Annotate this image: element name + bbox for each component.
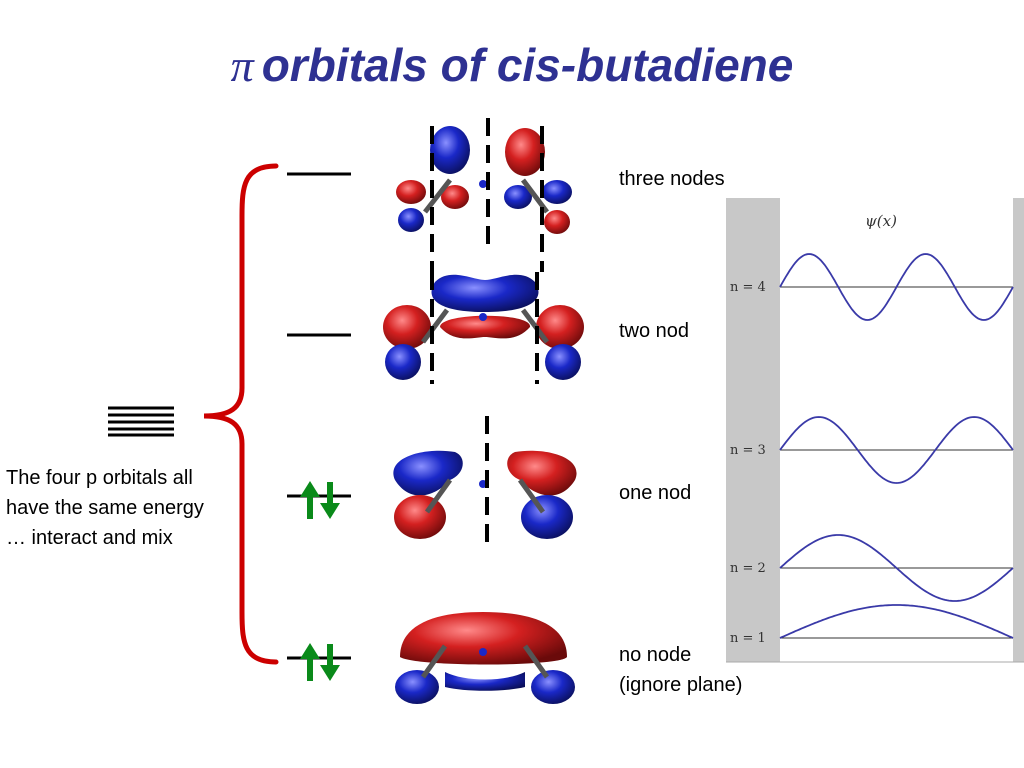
level-label-n4: n = 4	[730, 280, 766, 295]
orbital-mo2	[375, 416, 595, 546]
plot-title: ψ(x)	[865, 212, 897, 230]
label-two-nodes: two nod	[619, 320, 690, 342]
pi-symbol: π	[230, 40, 254, 91]
curly-brace	[203, 163, 279, 665]
orbital-mo1	[373, 612, 597, 704]
level-label-n2: n = 2	[730, 561, 766, 576]
left-note-line-3: … interact and mix	[6, 527, 173, 549]
orbital-images	[373, 118, 600, 704]
degenerate-p-orbitals	[108, 406, 174, 437]
label-ignore-plane: (ignore plane)	[619, 674, 743, 696]
left-note: The four p orbitals all have the same en…	[6, 463, 246, 553]
label-one-node: one nod	[619, 482, 692, 504]
title-text: orbitals of cis-butadiene	[261, 39, 794, 91]
particle-in-box-plot: ψ(x) n = 4 n = 3 n = 2 n = 1	[726, 198, 1024, 663]
wave-n4	[779, 253, 1014, 321]
left-note-line-1: The four p orbitals all	[6, 467, 193, 489]
orbital-mo3	[375, 272, 600, 384]
wave-n1	[779, 604, 1014, 639]
electron-pair-mo1	[300, 643, 340, 681]
well-wall-left	[726, 198, 780, 662]
label-no-node: no node	[619, 644, 692, 666]
wave-n2	[779, 534, 1014, 602]
wave-n3	[779, 416, 1014, 484]
level-label-n1: n = 1	[730, 631, 766, 646]
level-label-n3: n = 3	[730, 443, 766, 458]
well-wall-right	[1013, 198, 1024, 662]
left-note-line-2: have the same energy	[6, 497, 204, 519]
label-three-nodes: three nodes	[619, 168, 725, 190]
orbital-mo4	[375, 118, 600, 272]
electron-pair-mo2	[300, 481, 340, 519]
